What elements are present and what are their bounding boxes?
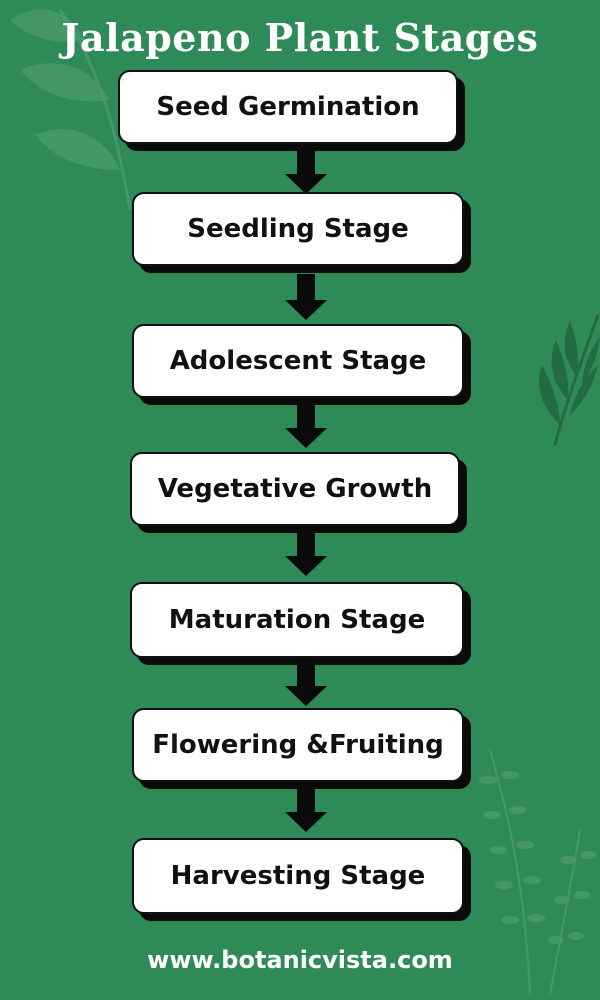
fern-decoration-right bbox=[539, 314, 600, 446]
arrow-down-icon bbox=[285, 660, 327, 706]
arrow-down-icon bbox=[285, 148, 327, 194]
arrow-down-icon bbox=[285, 274, 327, 320]
herb-decoration-bottom-right bbox=[479, 749, 596, 996]
stage-harvesting: Harvesting Stage bbox=[132, 838, 464, 914]
arrow-down-icon bbox=[285, 402, 327, 448]
leaf-decoration-top-left bbox=[10, 9, 132, 211]
stage-adolescent: Adolescent Stage bbox=[132, 324, 464, 398]
arrow-down-icon bbox=[285, 786, 327, 832]
stage-vegetative-growth: Vegetative Growth bbox=[130, 452, 460, 526]
website-url: www.botanicvista.com bbox=[147, 946, 453, 974]
stage-maturation: Maturation Stage bbox=[130, 582, 464, 658]
arrow-down-icon bbox=[285, 530, 327, 576]
stage-seedling: Seedling Stage bbox=[132, 192, 464, 266]
page-title: Jalapeno Plant Stages bbox=[61, 15, 539, 60]
stage-seed-germination: Seed Germination bbox=[118, 70, 458, 144]
stage-flowering-fruiting: Flowering &Fruiting bbox=[132, 708, 464, 782]
